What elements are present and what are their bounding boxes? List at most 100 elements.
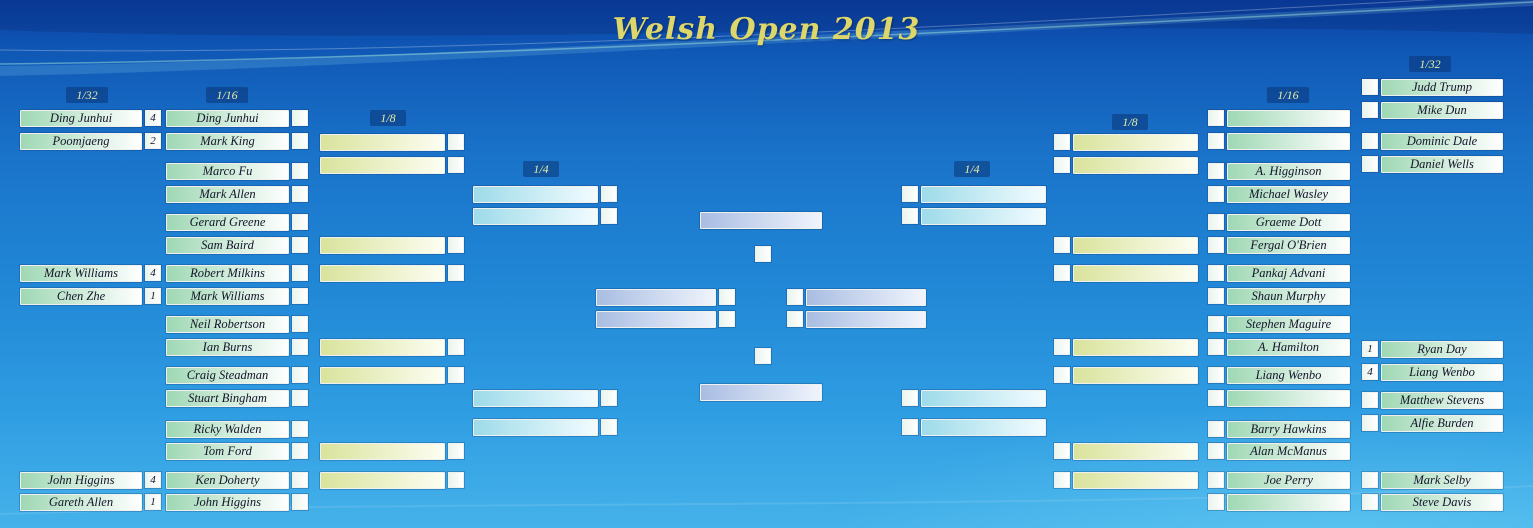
- player-box: Poomjaeng: [20, 133, 142, 150]
- score-cell: [292, 472, 308, 488]
- player-box: Stephen Maguire: [1227, 316, 1350, 333]
- score-cell: 2: [145, 133, 161, 149]
- score-cell: [448, 265, 464, 281]
- score-cell: [1208, 133, 1224, 149]
- score-cell: [1208, 316, 1224, 332]
- score-cell: [719, 289, 735, 305]
- round-label: 1/16: [206, 87, 248, 103]
- score-cell: [292, 133, 308, 149]
- score-cell: [787, 289, 803, 305]
- score-cell: [292, 339, 308, 355]
- player-box: [1227, 110, 1350, 127]
- player-box: [473, 419, 598, 436]
- player-box: Alfie Burden: [1381, 415, 1503, 432]
- score-cell: [292, 494, 308, 510]
- player-box: Graeme Dott: [1227, 214, 1350, 231]
- score-cell: [1208, 367, 1224, 383]
- player-box: [1073, 367, 1198, 384]
- score-cell: [1208, 163, 1224, 179]
- round-label: 1/8: [370, 110, 406, 126]
- player-box: [320, 367, 445, 384]
- player-box: [921, 186, 1046, 203]
- score-cell: [1208, 288, 1224, 304]
- player-box: Mark Williams: [20, 265, 142, 282]
- score-cell: [1054, 265, 1070, 281]
- player-box: [1073, 339, 1198, 356]
- score-cell: [1054, 339, 1070, 355]
- score-cell: [1054, 367, 1070, 383]
- tournament-title: Welsh Open 2013: [612, 12, 921, 47]
- score-cell: [1208, 390, 1224, 406]
- player-box: John Higgins: [20, 472, 142, 489]
- player-box: Mark Allen: [166, 186, 289, 203]
- score-cell: [1362, 133, 1378, 149]
- player-box: Stuart Bingham: [166, 390, 289, 407]
- score-cell: [292, 443, 308, 459]
- score-cell: [1208, 339, 1224, 355]
- player-box: [921, 208, 1046, 225]
- player-box: John Higgins: [166, 494, 289, 511]
- round-label: 1/32: [1409, 56, 1451, 72]
- player-box: Ding Junhui: [20, 110, 142, 127]
- score-cell: [755, 348, 771, 364]
- score-cell: [1362, 494, 1378, 510]
- player-box: Matthew Stevens: [1381, 392, 1503, 409]
- player-box: [806, 311, 926, 328]
- player-box: [320, 237, 445, 254]
- player-box: Robert Milkins: [166, 265, 289, 282]
- score-cell: [292, 265, 308, 281]
- score-cell: 4: [145, 110, 161, 126]
- score-cell: [448, 134, 464, 150]
- score-cell: [292, 186, 308, 202]
- player-box: [1073, 265, 1198, 282]
- score-cell: [787, 311, 803, 327]
- player-box: [921, 419, 1046, 436]
- player-box: [596, 289, 716, 306]
- player-box: [320, 134, 445, 151]
- player-box: [596, 311, 716, 328]
- score-cell: [1054, 134, 1070, 150]
- score-cell: [601, 186, 617, 202]
- score-cell: [1362, 472, 1378, 488]
- player-box: [700, 212, 822, 229]
- score-cell: [902, 186, 918, 202]
- score-cell: [1208, 214, 1224, 230]
- score-cell: [1362, 79, 1378, 95]
- score-cell: 4: [145, 265, 161, 281]
- player-box: Ian Burns: [166, 339, 289, 356]
- player-box: [320, 443, 445, 460]
- player-box: [806, 289, 926, 306]
- player-box: Gareth Allen: [20, 494, 142, 511]
- score-cell: [601, 208, 617, 224]
- player-box: [320, 157, 445, 174]
- score-cell: [1362, 392, 1378, 408]
- player-box: Alan McManus: [1227, 443, 1350, 460]
- score-cell: 1: [1362, 341, 1378, 357]
- player-box: [1073, 157, 1198, 174]
- player-box: [1073, 134, 1198, 151]
- player-box: Mark Williams: [166, 288, 289, 305]
- score-cell: [1208, 421, 1224, 437]
- player-box: Mike Dun: [1381, 102, 1503, 119]
- score-cell: [292, 288, 308, 304]
- score-cell: [448, 157, 464, 173]
- player-box: Barry Hawkins: [1227, 421, 1350, 438]
- score-cell: [448, 339, 464, 355]
- score-cell: [448, 472, 464, 488]
- player-box: [1227, 390, 1350, 407]
- player-box: A. Higginson: [1227, 163, 1350, 180]
- player-box: Craig Steadman: [166, 367, 289, 384]
- player-box: Mark Selby: [1381, 472, 1503, 489]
- player-box: Joe Perry: [1227, 472, 1350, 489]
- player-box: Dominic Dale: [1381, 133, 1503, 150]
- score-cell: [1208, 265, 1224, 281]
- player-box: Ryan Day: [1381, 341, 1503, 358]
- score-cell: [601, 390, 617, 406]
- player-box: [1073, 237, 1198, 254]
- player-box: Steve Davis: [1381, 494, 1503, 511]
- player-box: [320, 472, 445, 489]
- player-box: [921, 390, 1046, 407]
- round-label: 1/4: [523, 161, 559, 177]
- score-cell: [902, 208, 918, 224]
- player-box: Daniel Wells: [1381, 156, 1503, 173]
